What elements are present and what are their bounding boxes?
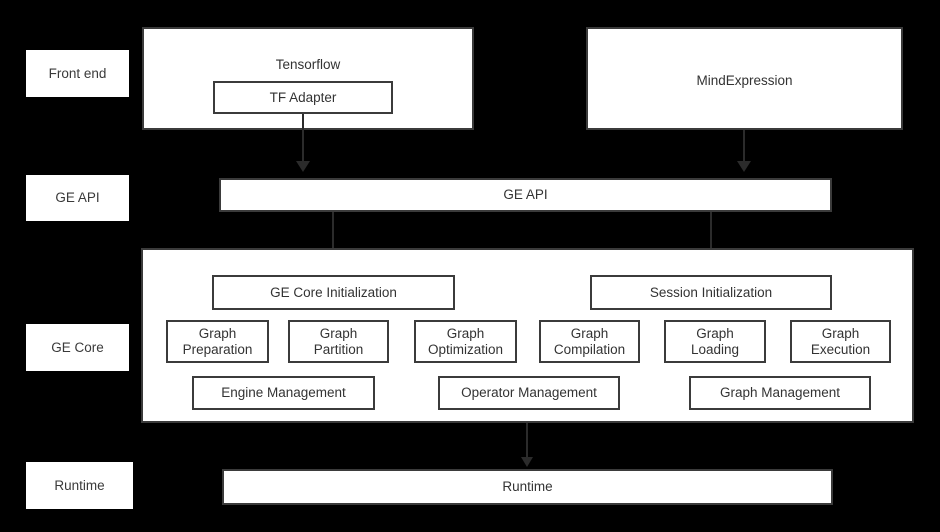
stage-label-ge-core-text: GE Core — [51, 339, 104, 355]
tensorflow-container: Tensorflow — [142, 27, 474, 130]
tf-adapter-box[interactable]: TF Adapter — [213, 81, 393, 114]
runtime-bar-label: Runtime — [502, 479, 553, 495]
stage-label-front-end-text: Front end — [48, 65, 107, 81]
connector-ge-core-to-runtime-line — [526, 423, 528, 459]
manager-graph-management-label: Graph Management — [719, 385, 841, 401]
module-graph-execution-label: Graph Execution — [810, 325, 871, 357]
stage-label-ge-core: GE Core — [26, 324, 129, 371]
module-graph-compilation[interactable]: Graph Compilation — [539, 320, 640, 363]
ge-core-initialization-box[interactable]: GE Core Initialization — [212, 275, 455, 310]
stage-label-ge-api-text: GE API — [55, 190, 100, 206]
module-graph-optimization[interactable]: Graph Optimization — [414, 320, 517, 363]
module-graph-loading-label: Graph Loading — [690, 325, 740, 357]
module-graph-loading[interactable]: Graph Loading — [664, 320, 766, 363]
connector-ge-core-to-runtime-arrowhead — [521, 457, 533, 467]
module-graph-preparation-label: Graph Preparation — [182, 325, 253, 357]
module-graph-compilation-label: Graph Compilation — [553, 325, 626, 357]
module-graph-execution[interactable]: Graph Execution — [790, 320, 891, 363]
connector-tf-adapter-to-ge-api-line — [302, 114, 304, 163]
mindexpression-container: MindExpression — [586, 27, 903, 130]
tf-adapter-label: TF Adapter — [269, 89, 337, 105]
stage-label-ge-api: GE API — [26, 175, 129, 221]
session-initialization-box[interactable]: Session Initialization — [590, 275, 832, 310]
ge-api-bar-label: GE API — [503, 187, 548, 203]
stage-label-runtime: Runtime — [26, 462, 133, 509]
manager-engine-management[interactable]: Engine Management — [192, 376, 375, 410]
runtime-bar[interactable]: Runtime — [222, 469, 833, 505]
stage-label-front-end: Front end — [26, 50, 129, 97]
manager-operator-management-label: Operator Management — [461, 385, 597, 401]
connector-tf-adapter-to-ge-api-arrowhead — [296, 161, 310, 172]
connector-ge-api-to-session-init-line — [710, 212, 712, 260]
connector-mindexpression-to-ge-api-line — [743, 130, 745, 163]
module-graph-partition-label: Graph Partition — [313, 325, 364, 357]
manager-graph-management[interactable]: Graph Management — [689, 376, 871, 410]
manager-operator-management[interactable]: Operator Management — [438, 376, 620, 410]
session-initialization-label: Session Initialization — [649, 284, 773, 300]
module-graph-optimization-label: Graph Optimization — [427, 325, 504, 357]
connector-mindexpression-to-ge-api-arrowhead — [737, 161, 751, 172]
mindexpression-title: MindExpression — [696, 73, 793, 88]
module-graph-partition[interactable]: Graph Partition — [288, 320, 389, 363]
module-graph-preparation[interactable]: Graph Preparation — [166, 320, 269, 363]
ge-api-bar[interactable]: GE API — [219, 178, 832, 212]
tensorflow-title: Tensorflow — [275, 57, 341, 72]
connector-ge-api-to-ge-core-init-line — [332, 212, 334, 260]
ge-core-initialization-label: GE Core Initialization — [270, 284, 397, 300]
stage-label-runtime-text: Runtime — [54, 477, 105, 493]
manager-engine-management-label: Engine Management — [221, 385, 346, 401]
